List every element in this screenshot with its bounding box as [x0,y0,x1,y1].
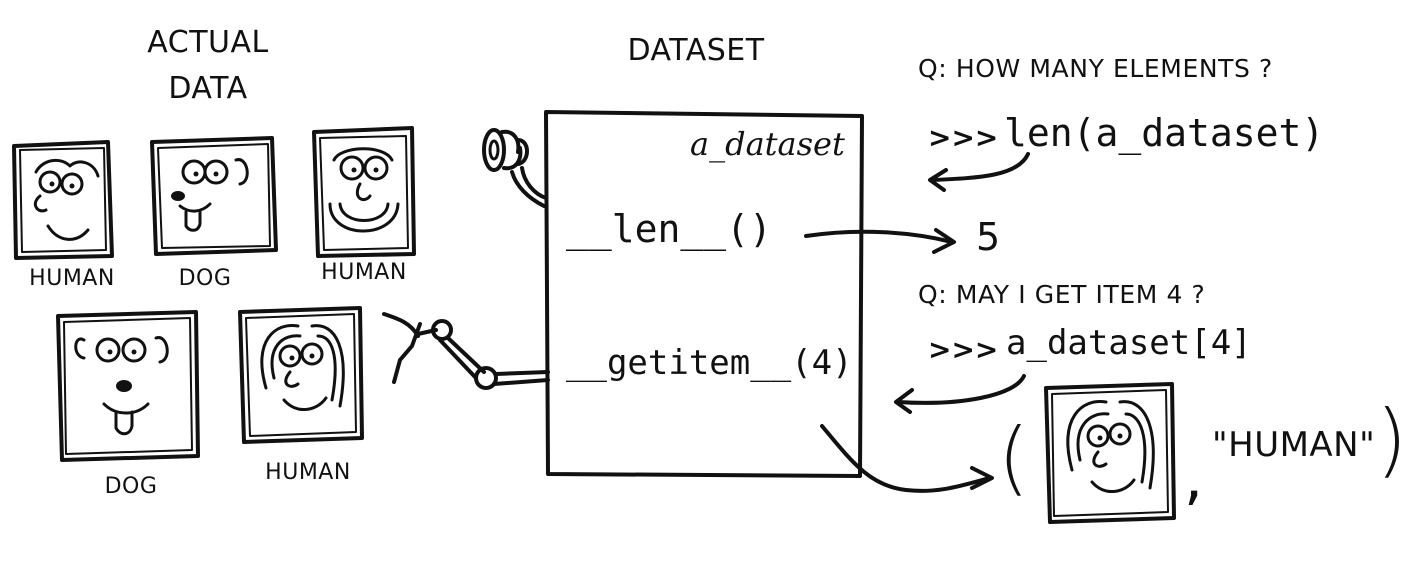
arrow-len-call-to-dataset [928,152,1030,192]
tuple-open-paren: ( [998,411,1030,504]
tuple-comma: , [1184,443,1204,513]
sample-label: HUMAN [29,266,115,291]
actual-data-header-line2: DATA [168,71,248,106]
tuple-close-paren: ) [1376,393,1408,486]
getitem-method: __getitem__(4) [566,343,853,383]
sample-image-human-1 [12,140,114,260]
sample-label: HUMAN [265,460,351,485]
arrow-getitem-to-result [820,424,994,493]
sample-image-dog-1 [150,136,278,256]
len-answer: 5 [976,215,1001,259]
sample-label: HUMAN [321,260,407,285]
dataset-box [544,110,864,478]
sample-image-dog-2 [56,310,200,462]
robot-arm [382,312,550,390]
sample-image-human-3 [238,306,364,444]
python-prompt: >>> [928,333,999,366]
actual-data-header-line1: ACTUAL [147,25,269,60]
item-call-code: a_dataset[4] [1006,323,1252,363]
sample-label: DOG [178,266,232,291]
arrow-item-call-to-dataset [894,374,1026,414]
sample-label: DOG [104,474,158,499]
len-call-code: len(a_dataset) [1004,111,1325,155]
question-item: Q: MAY I GET ITEM 4 ? [918,280,1206,309]
dataset-header: DATASET [627,33,765,68]
dataset-instance-name: a_dataset [690,125,845,163]
question-len: Q: HOW MANY ELEMENTS ? [918,54,1273,83]
arrow-len-to-answer [804,228,956,254]
tuple-label: "HUMAN" [1212,425,1376,465]
sample-image-human-2 [312,126,416,258]
ear-icon [482,128,548,208]
len-method: __len__() [566,207,772,251]
python-prompt: >>> [928,121,999,154]
result-sample-image-human [1044,382,1176,524]
